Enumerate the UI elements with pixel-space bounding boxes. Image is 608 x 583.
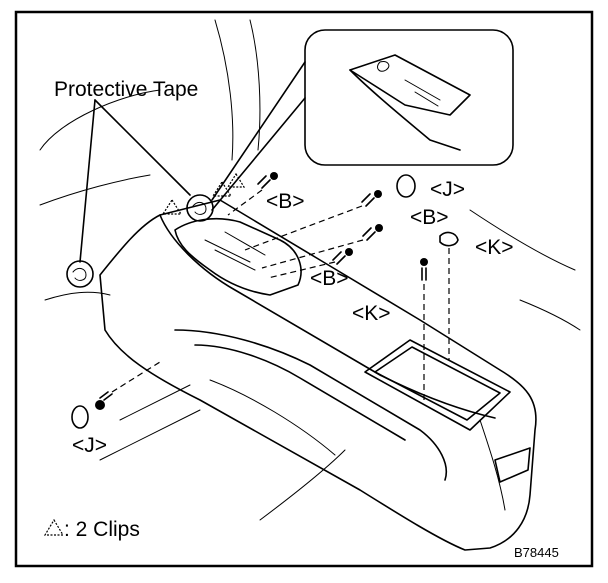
tape-circle-left — [66, 260, 94, 288]
screw-j-lower — [95, 361, 161, 410]
label-b-3: <B> — [310, 267, 349, 290]
legend: : 2 Clips — [43, 518, 140, 541]
screw-b-2 — [244, 190, 382, 251]
label-b-2: <B> — [410, 206, 449, 229]
protective-tape-markers — [66, 99, 214, 288]
center-console — [99, 199, 537, 551]
legend-text: : 2 Clips — [64, 518, 140, 541]
label-k-2: <K> — [352, 302, 391, 325]
triangle-icon — [226, 172, 246, 188]
screw-b-4 — [267, 248, 353, 279]
triangle-icon — [211, 180, 233, 197]
figure-id: B78445 — [514, 545, 559, 560]
clip-k-upper — [439, 231, 459, 360]
detail-inset — [211, 29, 514, 211]
cap-j-lower — [71, 405, 89, 429]
screw-b-3 — [261, 224, 383, 269]
screw-k-lower — [420, 258, 428, 400]
triangle-icon — [43, 518, 65, 536]
cap-j-upper — [396, 174, 416, 198]
dashboard-outline — [39, 19, 581, 521]
label-j-lower: <J> — [72, 434, 107, 457]
triangle-icon — [161, 198, 183, 215]
fasteners — [71, 172, 459, 429]
tape-circle-center — [186, 194, 214, 222]
clip-markers — [161, 172, 246, 215]
protective-tape-label: Protective Tape — [54, 78, 198, 101]
label-k-1: <K> — [475, 236, 514, 259]
screw-b-1 — [227, 172, 278, 216]
label-j-upper: <J> — [430, 178, 465, 201]
label-b-1: <B> — [266, 190, 305, 213]
figure-frame — [14, 10, 594, 568]
